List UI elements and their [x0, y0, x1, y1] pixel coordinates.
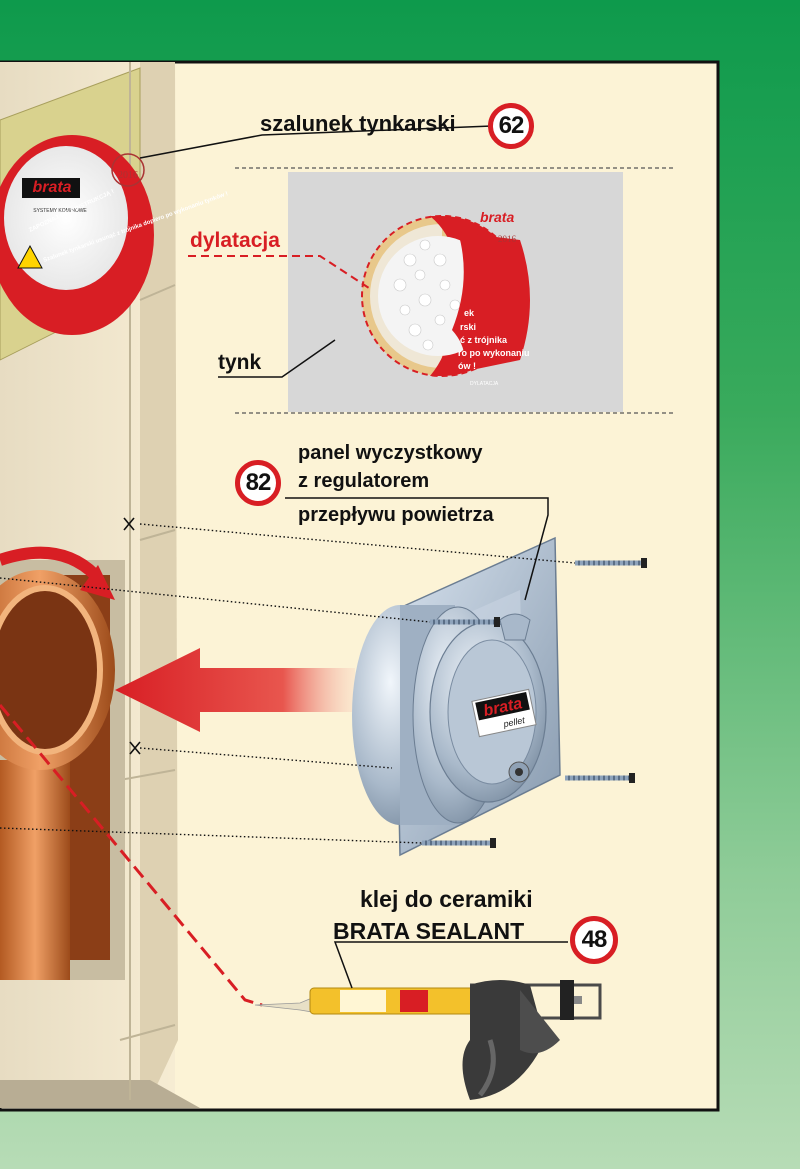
wall-base — [0, 1080, 200, 1108]
panel-leader — [285, 497, 549, 601]
formwork-leader — [139, 125, 493, 159]
rotation-arrow-head — [80, 565, 115, 600]
disc-year: 2016 — [118, 170, 138, 181]
warning-icon — [17, 244, 43, 269]
rotation-arrow — [0, 546, 100, 580]
mark-x — [129, 741, 141, 755]
badge-panel: 82 — [235, 460, 281, 506]
detail-disc: ek rski ć z trójnika ro po wykonaniu ów … — [361, 209, 530, 387]
ceramic-pipe-rim — [0, 585, 103, 755]
disc-seal — [111, 153, 145, 187]
ceramic-pipe-body — [0, 760, 70, 980]
label-plaster: tynk — [218, 351, 262, 374]
formwork-disc: brata SYSTEMY KOMINOWE ZAPOZNAJ SIĘ Z IN… — [0, 135, 229, 335]
label-panel-line2: z regulatorem — [298, 470, 430, 492]
caulking-gun — [254, 980, 602, 1100]
mark-x — [123, 517, 135, 531]
chimney-wall-edge — [140, 62, 178, 1108]
detail-disc-edge: DYLATACJA — [470, 381, 499, 387]
label-glue-line1: klej do ceramiki — [360, 886, 533, 912]
detail-disc-brand: brata — [480, 209, 514, 225]
screw — [575, 558, 647, 568]
cleanout-panel: brata pellet — [352, 536, 561, 857]
badge-formwork: 62 — [488, 103, 534, 149]
block-joint — [139, 529, 176, 541]
detail-disc-line: ów ! — [458, 361, 476, 371]
glue-leader — [333, 941, 568, 989]
label-panel-line3: przepływu powietrza — [298, 504, 494, 526]
badge-glue: 48 — [570, 916, 618, 964]
label-dilation: dylatacja — [190, 229, 280, 252]
disc-tagline: SYSTEMY KOMINOWE — [33, 208, 87, 214]
ceramic-pipe-mouth — [0, 588, 100, 752]
panel-brand-sub: pellet — [502, 715, 527, 730]
insertion-arrow — [115, 648, 355, 732]
alignment-line — [0, 577, 431, 623]
label-glue-line2: BRATA SEALANT — [333, 918, 525, 944]
glue-leader-dashed — [0, 704, 263, 1007]
label-panel-line1: panel wyczystkowy — [298, 442, 483, 464]
alignment-line — [139, 523, 576, 564]
disc-brand: brata — [32, 179, 71, 196]
block-joint — [139, 284, 176, 301]
screw — [422, 838, 496, 848]
dilation-leader — [188, 255, 373, 291]
detail-disc-line: ek — [464, 308, 475, 318]
label-formwork: szalunek tynkarski — [260, 111, 456, 136]
screw — [565, 773, 635, 783]
detail-disc-year: 2016 — [498, 234, 517, 244]
plaster-leader — [218, 339, 336, 378]
detail-disc-line: ro po wykonaniu — [458, 348, 530, 358]
detail-disc-line: rski — [460, 322, 476, 332]
detail-disc-line: ć z trójnika — [460, 335, 508, 345]
screw — [430, 617, 500, 627]
